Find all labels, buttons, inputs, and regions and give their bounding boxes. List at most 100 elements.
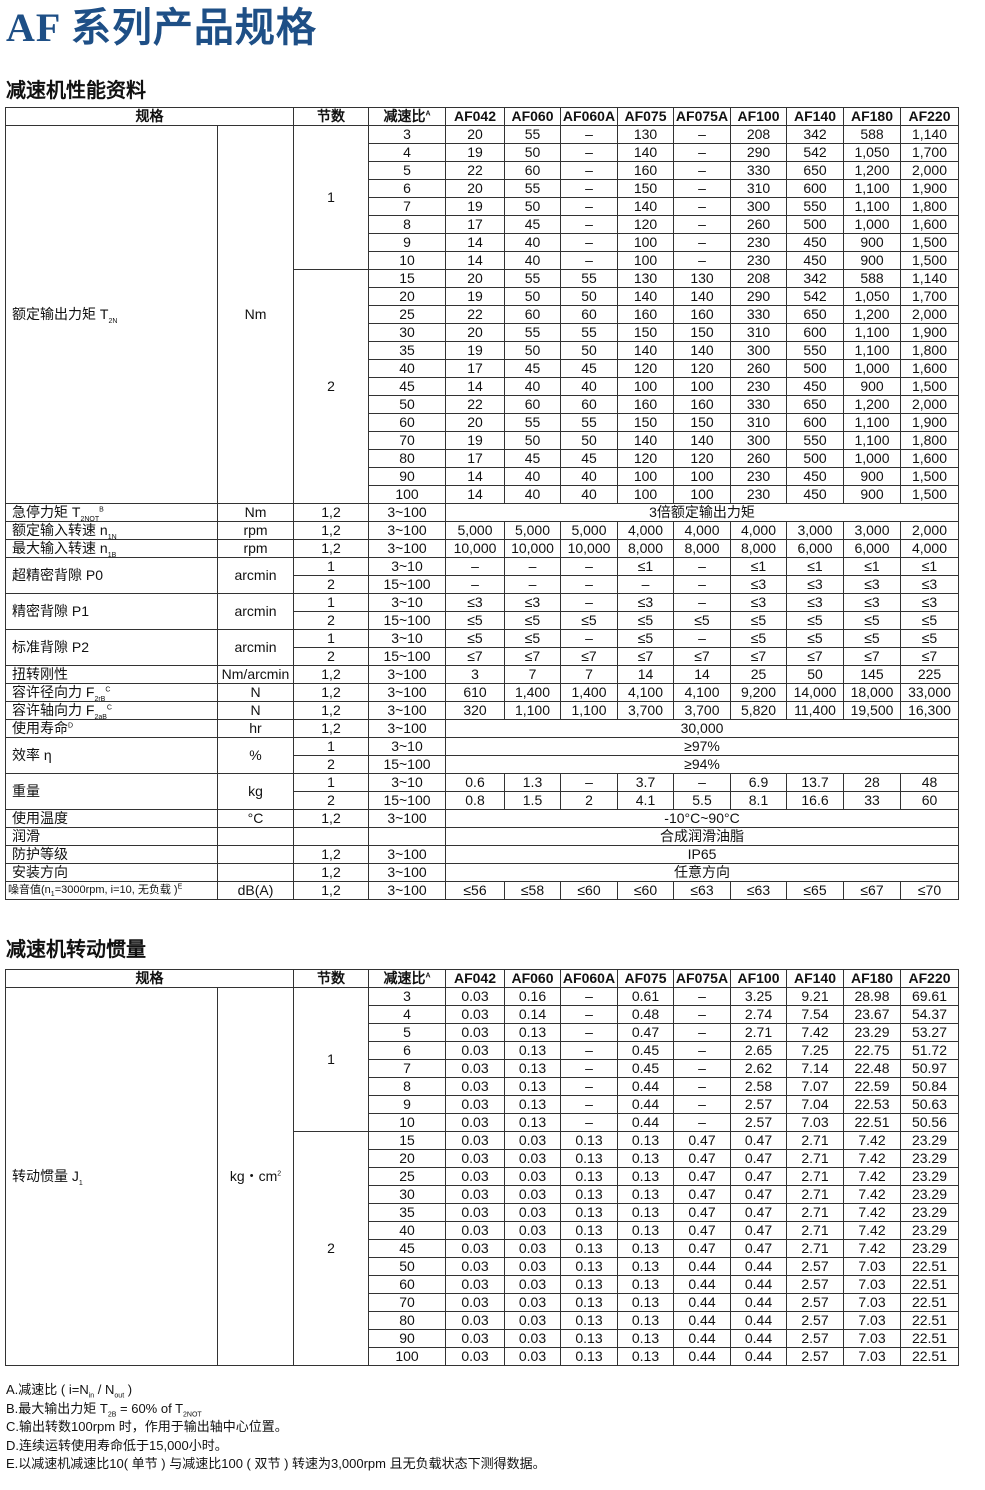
stage-cell: 1 (293, 125, 369, 270)
value-cell: 500 (786, 215, 844, 234)
value-cell: 1,100 (843, 413, 901, 432)
value-cell: ≤3 (617, 593, 674, 612)
value-cell: ≤60 (617, 881, 674, 900)
value-cell: 28.98 (843, 987, 901, 1006)
value-cell: 22.51 (900, 1311, 959, 1330)
value-cell: 2.57 (730, 1095, 787, 1114)
spec-label: 精密背隙 P1 (5, 593, 218, 630)
value-cell: 50.63 (900, 1095, 959, 1114)
value-cell: 22 (445, 305, 505, 324)
value-cell: 7.25 (786, 1041, 844, 1060)
value-cell: 0.13 (560, 1149, 618, 1168)
value-cell: 0.03 (445, 1257, 505, 1276)
value-cell: ≤1 (843, 557, 901, 576)
spec-label: 润滑 (5, 827, 218, 846)
value-cell: 40 (560, 467, 618, 486)
value-cell: 8,000 (617, 539, 674, 558)
value-cell: – (560, 987, 618, 1006)
stage-cell: 1 (293, 593, 369, 612)
value-cell: 0.44 (730, 1257, 787, 1276)
value-cell: – (560, 1077, 618, 1096)
value-cell: 33,000 (900, 683, 959, 702)
value-cell: ≤7 (900, 647, 959, 666)
header-model: AF042 (445, 107, 505, 126)
value-cell: – (673, 143, 731, 162)
value-cell: 7.14 (786, 1059, 844, 1078)
value-cell: 40 (560, 485, 618, 504)
value-cell: 1,100 (843, 431, 901, 450)
value-cell: 542 (786, 287, 844, 306)
value-cell: ≤5 (786, 629, 844, 648)
stage-cell: 1,2 (293, 719, 369, 738)
value-cell: 140 (617, 431, 674, 450)
value-cell: 0.47 (673, 1239, 731, 1258)
value-cell: 1,900 (900, 323, 959, 342)
value-cell: 0.44 (673, 1275, 731, 1294)
value-cell: 0.61 (617, 987, 674, 1006)
value-cell: 550 (786, 197, 844, 216)
value-cell: ≤58 (504, 881, 561, 900)
value-cell: 0.13 (617, 1275, 674, 1294)
value-cell: 2.71 (786, 1149, 844, 1168)
stage-cell (293, 827, 369, 846)
header-spec: 规格 (5, 107, 294, 126)
ratio-cell: 3~10 (368, 593, 446, 612)
value-cell: 260 (730, 449, 787, 468)
value-cell: 0.03 (445, 1347, 505, 1366)
value-cell: ≤5 (617, 629, 674, 648)
value-cell: 0.03 (504, 1347, 561, 1366)
value-cell: – (560, 233, 618, 252)
value-cell: 50 (560, 431, 618, 450)
value-cell: 230 (730, 233, 787, 252)
value-cell: ≤7 (843, 647, 901, 666)
ratio-cell: 3~10 (368, 629, 446, 648)
value-cell: 900 (843, 377, 901, 396)
value-cell: 5,000 (504, 521, 561, 540)
value-cell: 2.71 (786, 1221, 844, 1240)
value-cell: – (560, 575, 618, 594)
value-cell: 260 (730, 215, 787, 234)
merged-value-cell: -10°C~90°C (445, 809, 959, 828)
value-cell: 450 (786, 377, 844, 396)
value-cell: 23.29 (900, 1185, 959, 1204)
value-cell: 230 (730, 485, 787, 504)
header-ratio: 减速比A (368, 969, 446, 988)
value-cell: 3.7 (617, 773, 674, 792)
value-cell: 16.6 (786, 791, 844, 810)
value-cell: 0.44 (730, 1293, 787, 1312)
value-cell: 9.21 (786, 987, 844, 1006)
value-cell: 2.57 (786, 1311, 844, 1330)
value-cell: 0.44 (730, 1347, 787, 1366)
value-cell: ≤7 (730, 647, 787, 666)
value-cell: ≤3 (786, 575, 844, 594)
stage-cell: 1,2 (293, 863, 369, 882)
value-cell: 0.13 (617, 1203, 674, 1222)
inertia-table: 规格 节数 减速比A AF042 AF060 AF060A AF075 AF07… (5, 969, 959, 1366)
value-cell: 0.44 (730, 1311, 787, 1330)
value-cell: ≤63 (673, 881, 731, 900)
header-model: AF180 (843, 107, 901, 126)
page-title: AF 系列产品规格 (6, 5, 317, 50)
value-cell: 1,800 (900, 197, 959, 216)
value-cell: 19 (445, 431, 505, 450)
value-cell: 100 (673, 467, 731, 486)
stage-cell: 1,2 (293, 539, 369, 558)
value-cell: 17 (445, 449, 505, 468)
value-cell: 2.57 (786, 1257, 844, 1276)
value-cell: 0.44 (617, 1113, 674, 1132)
value-cell: ≤3 (843, 575, 901, 594)
value-cell: 900 (843, 233, 901, 252)
value-cell: 2.71 (786, 1203, 844, 1222)
value-cell: – (673, 1005, 731, 1024)
header-model: AF075 (617, 107, 674, 126)
value-cell: 3,700 (673, 701, 731, 720)
value-cell: 14 (445, 467, 505, 486)
